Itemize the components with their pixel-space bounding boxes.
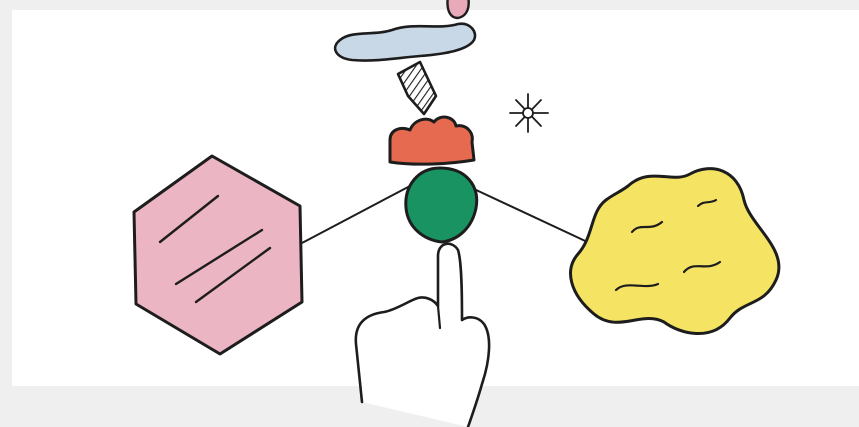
green-node	[406, 168, 477, 242]
pink-top-shape	[447, 0, 468, 18]
